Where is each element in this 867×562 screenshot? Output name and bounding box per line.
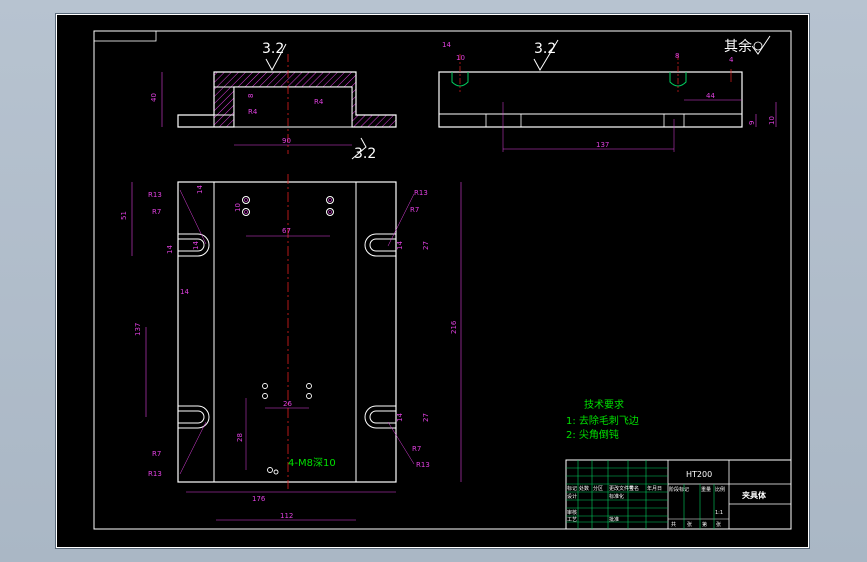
u-slot-bottom-left (178, 405, 210, 429)
dim-r7-bl: R7 (152, 450, 161, 458)
hole-top-1 (242, 196, 250, 204)
tb-cell-17: 张 (716, 521, 721, 528)
dim-67: 67 (282, 227, 291, 235)
dim-r7-tl: R7 (152, 208, 161, 216)
dim-side-137: 137 (596, 141, 609, 149)
roughness-symbol-front-top (265, 43, 287, 72)
dim-side-10: 10 (456, 54, 465, 62)
tb-cell-12: 工艺 (567, 517, 577, 523)
dim-27-tr: 27 (422, 241, 430, 250)
dim-side-9: 9 (748, 121, 756, 125)
roughness-symbol-side (533, 39, 559, 72)
tech-item-1: 1: 去除毛刺飞边 (566, 414, 639, 427)
dim-side-4: 4 (729, 56, 734, 64)
dim-176: 176 (252, 495, 266, 503)
tb-cell-2: 分区 (593, 485, 603, 492)
dim-side-14: 14 (442, 41, 451, 49)
tb-cell-7: 标准化 (609, 493, 624, 500)
thread-callout: 4-M8深10 (288, 457, 336, 469)
hole-mid-3 (306, 383, 312, 389)
hole-mid-4 (306, 393, 312, 399)
tb-cell-11: 审核 (567, 509, 577, 516)
dim-14-tl: 14 (192, 241, 200, 250)
title-material: HT200 (686, 470, 712, 479)
roughness-value-front-bottom: 3.2 (354, 146, 376, 162)
dim-front-height: 40 (150, 93, 158, 102)
dim-27-br: 27 (422, 413, 430, 422)
dim-front-8: 8 (247, 94, 255, 98)
roughness-other-label: 其余 (724, 38, 752, 55)
tb-cell-18: 1:1 (715, 510, 723, 516)
dim-112: 112 (280, 512, 293, 520)
hole-top-4 (326, 208, 334, 216)
roughness-symbol-other (751, 35, 771, 55)
hole-bottom-1 (267, 467, 273, 473)
roughness-value-front-top: 3.2 (262, 41, 284, 57)
tb-cell-13: 批准 (609, 516, 619, 523)
hole-mid-2 (262, 393, 268, 399)
hole-mid-1 (262, 383, 268, 389)
front-view: 3.2 3.2 40 90 R4 R4 8 (150, 41, 397, 162)
cad-viewport[interactable]: 3.2 3.2 40 90 R4 R4 8 3.2 其余 14 10 8 4 (55, 13, 810, 549)
tb-cell-5: 年月日 (647, 485, 662, 492)
dim-14-l: 14 (166, 245, 174, 254)
dim-r13-tr: R13 (414, 189, 428, 197)
hole-bottom-2 (273, 469, 279, 475)
dim-51: 51 (120, 211, 128, 220)
roughness-symbol-front-bottom (351, 137, 367, 160)
dim-side-8: 8 (675, 52, 679, 60)
dim-r13-br: R13 (416, 461, 430, 469)
engineering-drawing: 3.2 3.2 40 90 R4 R4 8 3.2 其余 14 10 8 4 (56, 14, 809, 548)
dim-side-44: 44 (706, 92, 715, 100)
dim-r7-tr: R7 (410, 206, 419, 214)
tb-cell-9: 重量 (701, 486, 711, 493)
technical-requirements: 技术要求 1: 去除毛刺飞边 2: 尖角倒钝 (566, 398, 639, 441)
dim-14-br: 14 (396, 413, 404, 422)
plan-view: R13 R7 51 14 14 10 67 R13 R7 14 27 216 1… (120, 174, 462, 521)
tb-cell-8: 阶段标记 (669, 486, 689, 493)
tech-title: 技术要求 (584, 398, 624, 411)
u-slot-bottom-right (364, 405, 396, 429)
u-slot-top-right (364, 233, 396, 257)
dim-14-top: 14 (196, 185, 204, 194)
tb-cell-1: 处数 (579, 485, 589, 492)
dim-26: 26 (283, 400, 292, 408)
dim-front-r4-right: R4 (314, 98, 324, 106)
dim-216: 216 (450, 320, 458, 334)
dim-28: 28 (236, 433, 244, 442)
tb-cell-16: 第 (702, 521, 707, 528)
outer-frame (56, 14, 809, 548)
tb-cell-15: 张 (687, 521, 692, 528)
tb-cell-4: 签名 (629, 485, 639, 492)
hole-top-2 (242, 208, 250, 216)
dim-front-width: 90 (282, 137, 291, 145)
plan-outline (177, 181, 397, 483)
tb-cell-6: 设计 (567, 493, 577, 500)
tb-cell-10: 比例 (715, 486, 725, 493)
side-outline (438, 71, 743, 128)
dim-14-bl: 14 (180, 288, 189, 296)
dim-front-r4-left: R4 (248, 108, 258, 116)
dim-r13-tl: R13 (148, 191, 162, 199)
dim-r13-bl: R13 (148, 470, 162, 478)
tech-item-2: 2: 尖角倒钝 (566, 428, 619, 441)
tb-cell-0: 标记 (567, 485, 577, 492)
code-box (93, 30, 157, 42)
title-part-name: 夹具体 (742, 490, 767, 500)
tb-cell-14: 共 (671, 521, 676, 528)
dim-side-10b: 10 (768, 116, 776, 125)
tb-cell-3: 更改文件号 (609, 485, 634, 492)
title-block: HT200 夹具体 标记 处数 分区 更改文件号 签名 年月日 设计 标准化 阶… (565, 459, 792, 530)
roughness-value-side: 3.2 (534, 41, 556, 57)
u-slot-top-left (178, 233, 210, 257)
side-view: 3.2 其余 14 10 8 4 44 137 9 10 (438, 35, 777, 152)
dim-r7-br: R7 (412, 445, 421, 453)
hole-top-3 (326, 196, 334, 204)
dim-14-tr: 14 (396, 241, 404, 250)
dim-137-plan: 137 (134, 323, 142, 336)
dim-10-top: 10 (234, 203, 242, 212)
inner-border (93, 30, 792, 530)
